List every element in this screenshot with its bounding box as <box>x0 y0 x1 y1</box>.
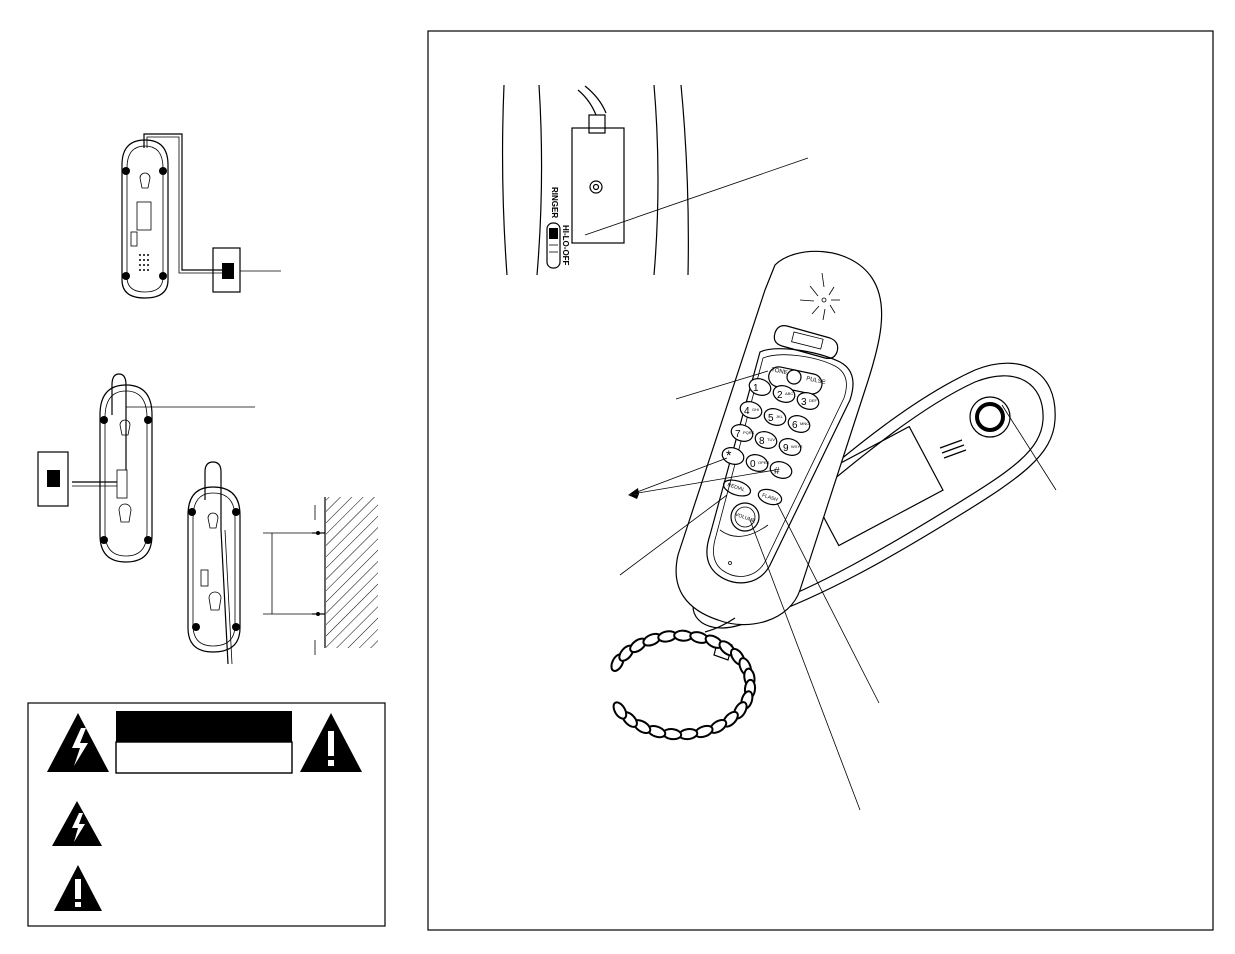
key-digit: 3 <box>801 397 807 408</box>
ringer-label: RINGER <box>550 187 559 218</box>
pulse-label: PULSE <box>806 376 827 386</box>
flash-button[interactable]: FLASH <box>756 487 783 508</box>
wall-jack-plate <box>37 451 69 507</box>
key-digit: * <box>726 447 732 463</box>
modular-wall-jack <box>47 470 60 487</box>
keypad-frame <box>706 348 854 584</box>
rubber-foot <box>159 167 167 175</box>
wall-mount-diagram-1 <box>37 373 255 563</box>
phone-base-back-outline <box>187 486 241 653</box>
speaker-grille <box>139 254 149 271</box>
ringer-positions-label: HI-LO-OFF <box>561 225 570 266</box>
caution-header-bar <box>116 711 292 742</box>
key-letters: JKL <box>776 414 784 419</box>
wall-mount-diagram-2 <box>187 461 378 665</box>
flash-label: FLASH <box>761 493 779 504</box>
line-cord <box>111 373 127 470</box>
key-letters: DEF <box>809 398 818 403</box>
phone-base-back-outline <box>121 139 169 299</box>
electric-shock-warning-icon <box>47 713 109 772</box>
rubber-foot <box>122 272 130 280</box>
leader-line <box>1001 404 1057 491</box>
key-digit: 8 <box>759 436 765 447</box>
base-grille <box>939 439 967 459</box>
handset-hook-tab <box>773 325 839 359</box>
exclamation-warning-icon-small <box>54 865 102 911</box>
redial-button[interactable]: REDIAL <box>722 477 753 499</box>
coiled-cord <box>610 617 757 741</box>
key-hash[interactable]: # <box>768 459 794 481</box>
key-star[interactable]: * <box>720 445 746 467</box>
key-letters: ABC <box>785 391 793 396</box>
microphone-hole <box>728 561 732 565</box>
earpiece-holes-icon <box>799 272 840 321</box>
key-digit: 5 <box>768 413 774 424</box>
keyhole-slot <box>139 172 151 189</box>
exclamation-warning-icon <box>300 713 362 772</box>
key-digit: 2 <box>777 390 783 401</box>
wall-hatching <box>326 497 378 648</box>
volume-button[interactable]: VOLUME <box>730 502 760 532</box>
wall-jack-plate <box>212 247 241 293</box>
tone-label: TONE <box>771 367 788 376</box>
caution-subheader-box <box>115 741 293 774</box>
cord-coil-loop <box>612 701 628 720</box>
ringer-switch-detail: RINGER HI-LO-OFF <box>501 84 809 276</box>
phone-base-back-outline <box>99 384 153 563</box>
desk-mount-diagram <box>121 133 281 299</box>
key-letters: MNO <box>800 421 809 426</box>
redial-label: REDIAL <box>727 482 746 493</box>
leader-line <box>584 157 809 236</box>
caution-box <box>27 702 386 927</box>
jack-compartment <box>136 201 152 231</box>
key-digit: 9 <box>783 443 789 454</box>
rubber-foot <box>159 272 167 280</box>
electric-shock-warning-icon-small <box>52 801 102 846</box>
key-letters: PQRS <box>743 430 755 435</box>
callout-lines <box>619 370 880 811</box>
key-1[interactable]: 1 <box>747 376 773 398</box>
key-letters: TUV <box>767 437 775 442</box>
modular-wall-jack <box>222 263 234 279</box>
key-letters: GHI <box>752 407 759 412</box>
phone-diagram-frame <box>427 30 1214 931</box>
key-digit: # <box>774 466 780 477</box>
key-digit: 7 <box>735 429 741 440</box>
ringer-panel <box>571 127 625 244</box>
key-digit: 4 <box>744 406 750 417</box>
handset-outline <box>675 250 883 626</box>
key-digit: 0 <box>750 459 756 470</box>
key-digit: 6 <box>792 420 798 431</box>
ringer-switch[interactable] <box>546 222 561 269</box>
key-digit: 1 <box>753 383 759 394</box>
line-cord <box>143 133 222 271</box>
rubber-foot <box>122 167 130 175</box>
key-letters: WXYZ <box>791 444 803 449</box>
key-letters: OPER <box>758 460 769 465</box>
